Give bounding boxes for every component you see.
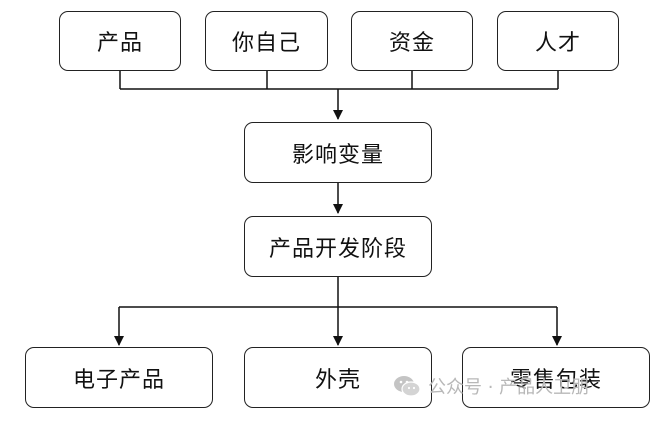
wechat-icon xyxy=(394,376,421,397)
node-electronics: 电子产品 xyxy=(25,347,213,408)
node-label: 零售包装 xyxy=(509,367,602,393)
node-influence-variables: 影响变量 xyxy=(244,122,432,183)
node-label: 外壳 xyxy=(314,367,361,393)
node-label: 产品 xyxy=(96,31,143,56)
node-funding: 资金 xyxy=(351,11,473,71)
node-label: 产品开发阶段 xyxy=(268,236,407,262)
node-product: 产品 xyxy=(59,11,181,71)
watermark: 公众号 · 产品人卫朋 xyxy=(392,373,589,399)
node-label: 电子产品 xyxy=(72,367,165,393)
node-label: 你自己 xyxy=(231,31,301,56)
node-label: 影响变量 xyxy=(291,142,384,168)
node-label: 人才 xyxy=(534,31,581,56)
watermark-text: 公众号 · 产品人卫朋 xyxy=(428,377,590,398)
node-yourself: 你自己 xyxy=(205,11,328,71)
node-label: 资金 xyxy=(388,31,435,56)
node-product-development-stage: 产品开发阶段 xyxy=(244,216,432,277)
node-retail-packaging: 零售包装 xyxy=(462,347,650,408)
node-talent: 人才 xyxy=(497,11,619,71)
